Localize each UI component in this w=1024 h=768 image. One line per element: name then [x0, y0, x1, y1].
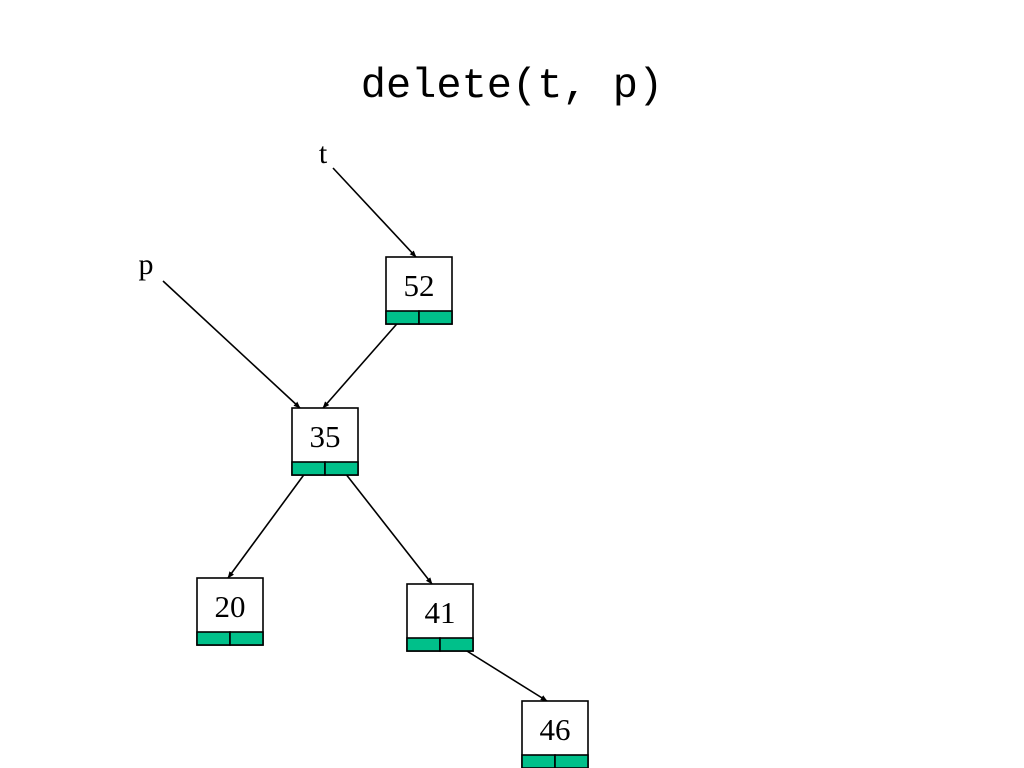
right-child-field: [324, 461, 359, 476]
edge-35-right-41: [340, 468, 433, 585]
edge-41-right-46: [456, 643, 548, 702]
tree-node-35: 35: [291, 407, 359, 476]
diagram-title: delete(t, p): [360, 62, 664, 110]
left-child-field: [196, 631, 231, 646]
node-value: 35: [310, 419, 341, 454]
pointer-label-p: p: [139, 248, 154, 281]
edge-52-left-35: [322, 316, 404, 409]
left-child-field: [385, 310, 420, 325]
node-value: 52: [404, 268, 435, 303]
tree-node-20: 20: [196, 577, 264, 646]
right-child-field: [554, 754, 589, 768]
right-child-field: [229, 631, 264, 646]
tree-node-52: 52: [385, 256, 453, 325]
pointer-label-t: t: [319, 137, 328, 170]
node-value: 46: [540, 712, 571, 747]
left-child-field: [406, 637, 441, 652]
left-child-field: [291, 461, 326, 476]
node-value: 20: [215, 589, 246, 624]
pointer-arrow-t: [332, 167, 417, 258]
left-child-field: [521, 754, 556, 768]
right-child-field: [418, 310, 453, 325]
edge-35-left-20: [227, 468, 310, 579]
tree-node-41: 41: [406, 583, 474, 652]
right-child-field: [439, 637, 474, 652]
tree-node-46: 46: [521, 700, 589, 768]
node-value: 41: [425, 595, 456, 630]
pointer-arrow-p: [162, 280, 301, 409]
